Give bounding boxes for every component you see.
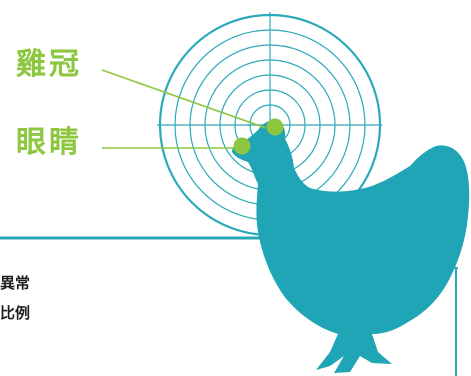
- comb-label: 雞冠: [16, 47, 82, 82]
- hen-silhouette-icon: [232, 120, 470, 373]
- comb-marker-dot: [266, 118, 284, 136]
- comb-leader-line: [101, 69, 267, 129]
- text-line-ratio: 比例: [0, 304, 31, 322]
- eye-marker-dot: [233, 137, 251, 155]
- eye-label: 眼睛: [16, 125, 82, 160]
- text-line-abnormal: 異常: [0, 274, 31, 292]
